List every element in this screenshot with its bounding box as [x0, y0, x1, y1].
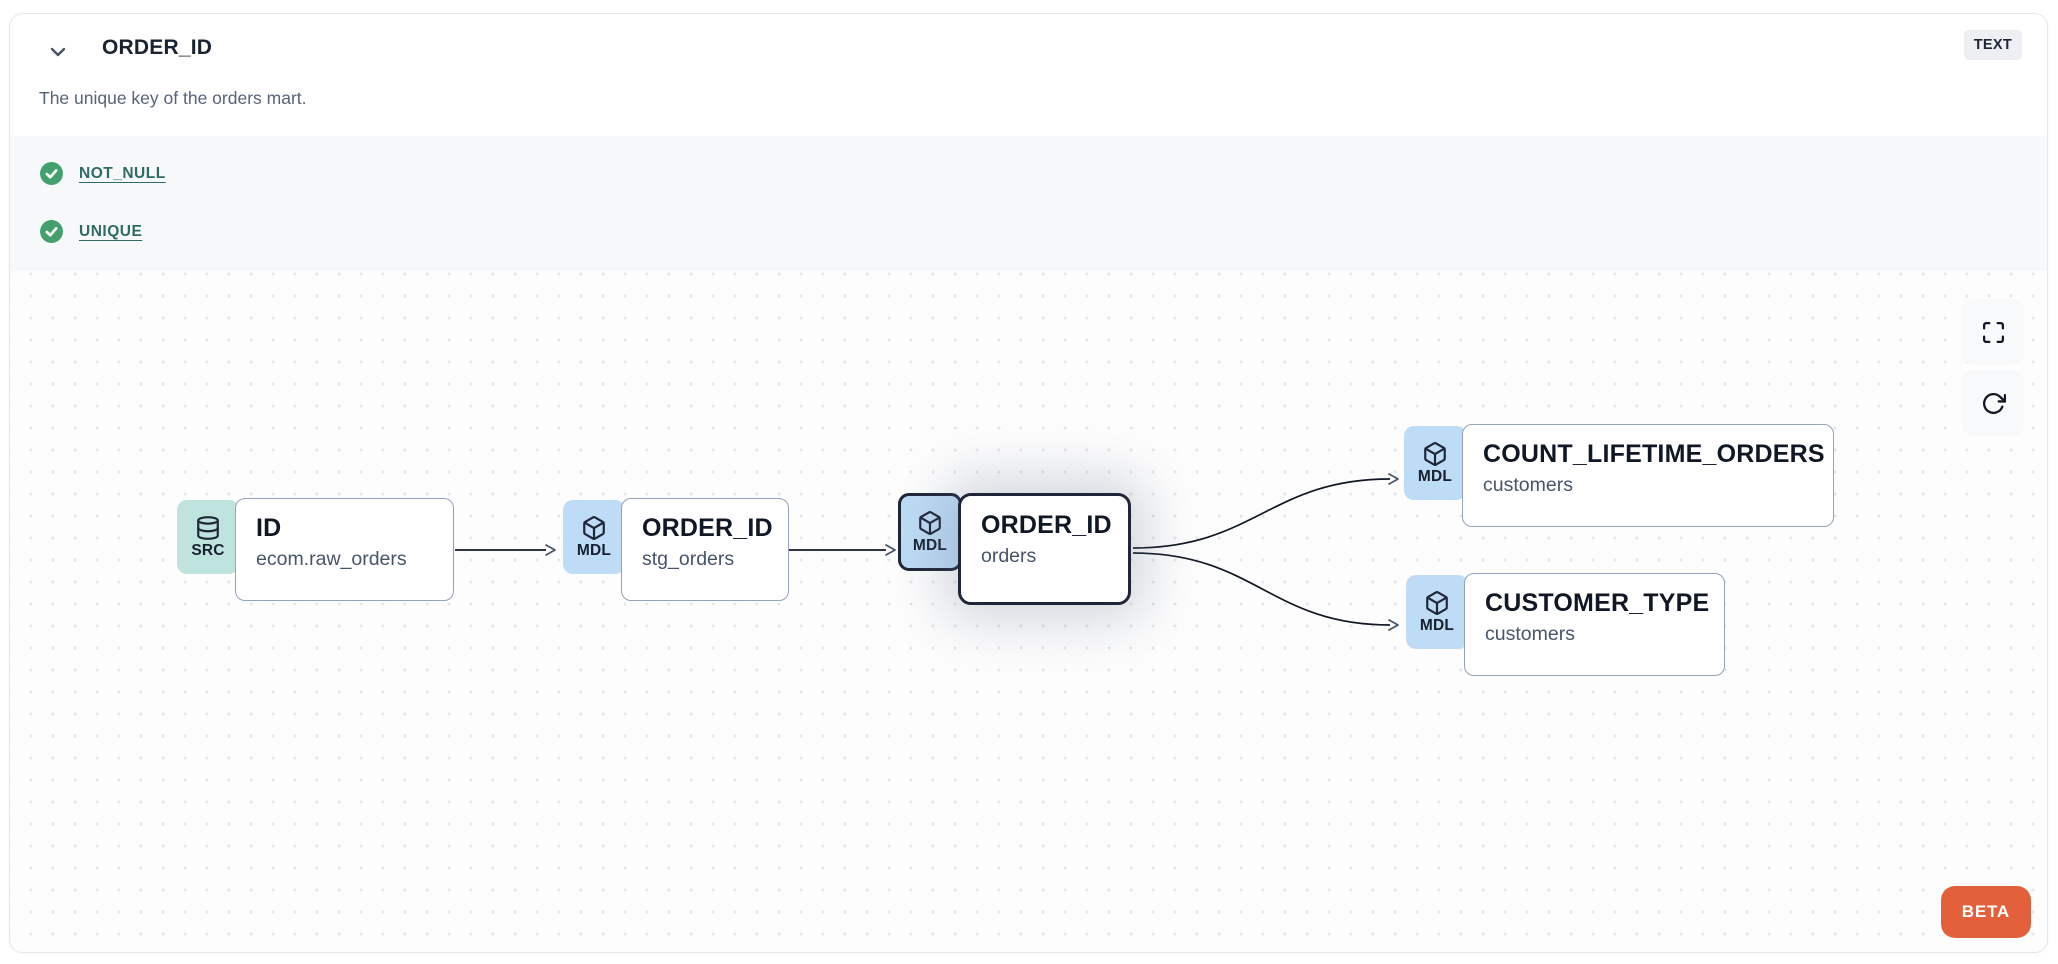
rotate-cw-icon: [1982, 392, 2006, 414]
node-card: CUSTOMER_TYPE customers: [1464, 573, 1725, 676]
check-circle-icon: [40, 220, 63, 243]
node-type-label: SRC: [191, 541, 225, 559]
header: ORDER_ID TEXT The unique key of the orde…: [10, 14, 2047, 136]
lineage-edges: [455, 473, 1399, 631]
column-type-badge: TEXT: [1963, 30, 2022, 60]
edge-arrowhead-icon: [1388, 619, 1399, 631]
node-model-name: ecom.raw_orders: [256, 548, 407, 570]
lineage-node-stg-orders[interactable]: MDL ORDER_ID stg_orders: [563, 498, 789, 601]
check-circle-icon: [40, 162, 63, 185]
edge-arrowhead-icon: [1388, 473, 1399, 485]
collapse-column-button[interactable]: [44, 38, 72, 66]
node-type-label: MDL: [576, 541, 612, 559]
node-model-name: stg_orders: [642, 548, 735, 570]
test-row: UNIQUE: [39, 219, 2047, 244]
lineage-node-orders-selected[interactable]: MDL ORDER_ID orders: [898, 493, 1131, 605]
cube-icon: [583, 515, 605, 540]
node-column-name: ORDER_ID: [981, 511, 1112, 539]
test-link-not-null[interactable]: NOT_NULL: [79, 164, 166, 182]
test-row: NOT_NULL: [39, 161, 2047, 186]
column-description: The unique key of the orders mart.: [39, 88, 307, 108]
node-type-label: MDL: [912, 536, 948, 554]
tests-section: NOT_NULL UNIQUE: [10, 136, 2047, 271]
lineage-canvas[interactable]: SRC ID ecom.raw_orders MDL ORDER_ID stg_…: [10, 271, 2047, 952]
node-type-badge: MDL: [1404, 426, 1466, 500]
node-type-badge: MDL: [563, 500, 625, 574]
node-column-name: CUSTOMER_TYPE: [1485, 589, 1710, 617]
node-card: ID ecom.raw_orders: [235, 498, 454, 601]
cube-icon: [919, 510, 941, 535]
cube-icon: [1426, 590, 1448, 615]
node-type-label: MDL: [1419, 616, 1455, 634]
node-type-label: MDL: [1417, 467, 1453, 485]
canvas-controls: [1962, 299, 2024, 436]
refresh-layout-button[interactable]: [1962, 370, 2024, 436]
node-column-name: ID: [256, 514, 282, 542]
lineage-node-customer-type[interactable]: MDL CUSTOMER_TYPE customers: [1406, 573, 1725, 676]
edge-line: [1132, 478, 1391, 549]
chevron-down-icon: [50, 47, 66, 57]
node-column-name: COUNT_LIFETIME_ORDERS: [1483, 440, 1825, 468]
column-title: ORDER_ID: [102, 36, 213, 59]
node-type-badge: MDL: [1406, 575, 1468, 649]
node-card: ORDER_ID stg_orders: [621, 498, 789, 601]
node-type-badge: MDL: [898, 493, 962, 571]
edge-line: [1132, 552, 1391, 626]
lineage-node-source-id[interactable]: SRC ID ecom.raw_orders: [177, 498, 454, 601]
node-model-name: customers: [1485, 623, 1575, 645]
node-type-badge: SRC: [177, 500, 239, 574]
test-link-unique[interactable]: UNIQUE: [79, 222, 143, 240]
node-model-name: orders: [981, 545, 1037, 567]
node-card: COUNT_LIFETIME_ORDERS customers: [1462, 424, 1834, 527]
node-card: ORDER_ID orders: [958, 493, 1131, 605]
fullscreen-button[interactable]: [1962, 299, 2024, 365]
node-column-name: ORDER_ID: [642, 514, 773, 542]
cube-icon: [1424, 441, 1446, 466]
maximize-icon: [1982, 321, 2004, 343]
beta-badge: BETA: [1940, 886, 2031, 938]
column-details-card: ORDER_ID TEXT The unique key of the orde…: [9, 13, 2048, 953]
database-icon: [197, 515, 219, 540]
node-model-name: customers: [1483, 474, 1573, 496]
lineage-node-count-lifetime-orders[interactable]: MDL COUNT_LIFETIME_ORDERS customers: [1404, 424, 1834, 527]
edge-arrowhead-icon: [885, 544, 896, 556]
edge-arrowhead-icon: [545, 544, 556, 556]
